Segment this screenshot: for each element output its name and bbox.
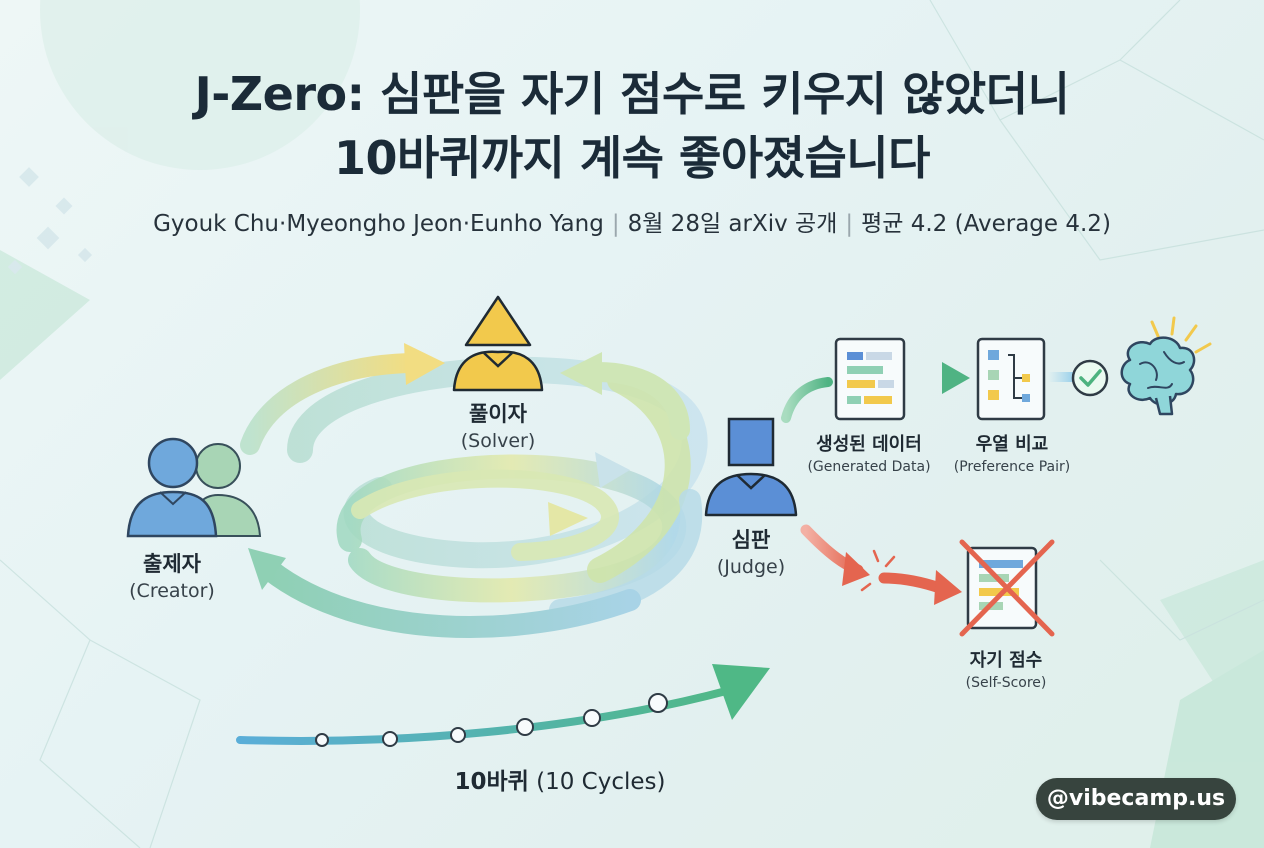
generated-data-icon [834, 337, 906, 421]
cycles-label-ko: 10바퀴 [454, 769, 529, 795]
generated-data-label-en: (Generated Data) [807, 459, 931, 475]
cycles-label-en: (10 Cycles) [536, 769, 666, 795]
self-score-label-ko: 자기 점수 [969, 650, 1043, 671]
solver-label: 풀이자 (Solver) [461, 398, 536, 452]
page-title-line2: 10바퀴까지 계속 좋아졌습니다 [334, 131, 930, 185]
arrow-to-solver-return [560, 352, 690, 440]
preference-pair-label-ko: 우열 비교 [975, 434, 1049, 455]
arrow-judge-to-data [781, 377, 833, 423]
arrow-data-to-preference [901, 362, 970, 394]
solver-icon [452, 295, 544, 392]
creator-label-en: (Creator) [129, 580, 215, 602]
arrow-judge-to-self-score [800, 524, 962, 605]
judge-icon [704, 417, 798, 517]
publish-date: 8월 28일 arXiv 공개 [627, 211, 838, 237]
page-title-line1: J-Zero: 심판을 자기 점수로 키우지 않았더니 [194, 67, 1070, 121]
self-score-label: 자기 점수 (Self-Score) [966, 646, 1047, 691]
arrow-creator-to-solver [240, 343, 445, 455]
preference-pair-icon [976, 337, 1046, 421]
cycles-arrow [236, 664, 770, 747]
cycles-label: 10바퀴 (10 Cycles) [454, 762, 665, 796]
brain-icon [1120, 316, 1212, 416]
solver-label-en: (Solver) [460, 430, 536, 452]
check-icon [1071, 359, 1109, 397]
preference-pair-label: 우열 비교 (Preference Pair) [954, 430, 1070, 475]
creator-label: 출제자 (Creator) [129, 548, 215, 602]
generated-data-label-ko: 생성된 데이터 [816, 434, 922, 455]
judge-label: 심판 (Judge) [717, 524, 785, 578]
preference-pair-label-en: (Preference Pair) [953, 459, 1071, 475]
cycle-swirl [287, 356, 708, 621]
solver-label-ko: 풀이자 [469, 402, 527, 426]
rating: 평균 4.2 (Average 4.2) [861, 211, 1111, 237]
watermark-badge: @vibecamp.us [1036, 778, 1236, 820]
byline: Gyouk Chu·Myeongho Jeon·Eunho Yang|8월 28… [153, 211, 1111, 237]
generated-data-label: 생성된 데이터 (Generated Data) [807, 430, 930, 475]
self-score-crossed-icon [959, 539, 1055, 637]
authors: Gyouk Chu·Myeongho Jeon·Eunho Yang [153, 211, 604, 237]
arrow-swirl-inner [548, 452, 630, 536]
judge-label-en: (Judge) [716, 556, 786, 578]
glow-connector [1048, 372, 1074, 382]
self-score-label-en: (Self-Score) [965, 675, 1047, 691]
judge-label-ko: 심판 [731, 528, 771, 552]
creator-icon [126, 437, 262, 538]
creator-label-ko: 출제자 [143, 552, 201, 576]
arrow-to-creator [248, 548, 641, 638]
